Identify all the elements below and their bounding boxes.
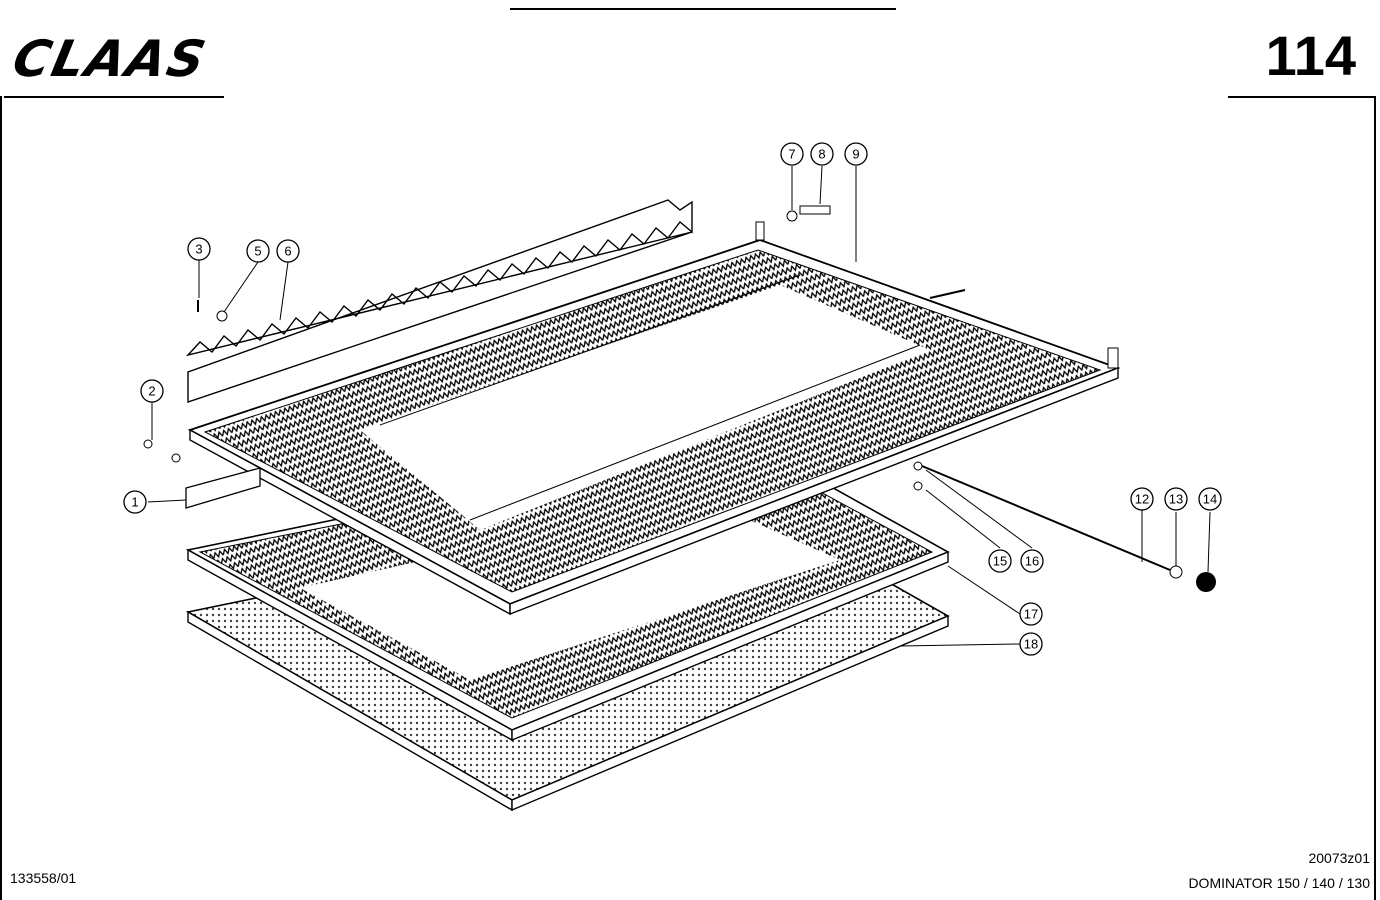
callout-18: 18 xyxy=(1019,632,1043,656)
small-strip xyxy=(185,467,261,509)
callout-label-16: 16 xyxy=(1025,554,1039,569)
callout-17: 17 xyxy=(1019,602,1043,626)
header-rule-left xyxy=(4,96,224,98)
page-number: 114 xyxy=(1265,24,1356,87)
model-designation: DOMINATOR 150 / 140 / 130 xyxy=(1188,875,1370,891)
callout-5: 5 xyxy=(246,239,270,263)
callout-label-18: 18 xyxy=(1024,637,1038,652)
frame-left xyxy=(0,96,2,900)
callout-12: 12 xyxy=(1130,487,1154,511)
callout-label-13: 13 xyxy=(1169,492,1183,507)
callout-label-3: 3 xyxy=(195,242,202,257)
callout-label-2: 2 xyxy=(148,384,155,399)
callout-label-12: 12 xyxy=(1135,492,1149,507)
top-margin-rule xyxy=(510,8,896,10)
drawing-code: 20073z01 xyxy=(1308,850,1370,866)
callout-label-17: 17 xyxy=(1024,607,1038,622)
callout-1: 1 xyxy=(123,490,147,514)
callout-label-15: 15 xyxy=(993,554,1007,569)
top-sieve xyxy=(187,221,1121,616)
callout-9: 9 xyxy=(844,142,868,166)
callout-2: 2 xyxy=(140,379,164,403)
callout-label-7: 7 xyxy=(788,147,795,162)
hardware-parts xyxy=(143,205,1216,592)
callout-label-1: 1 xyxy=(131,495,138,510)
callout-15: 15 xyxy=(988,549,1012,573)
leader-lines xyxy=(147,165,1211,647)
callout-label-5: 5 xyxy=(254,244,261,259)
callout-7: 7 xyxy=(780,142,804,166)
callout-8: 8 xyxy=(810,142,834,166)
callout-label-9: 9 xyxy=(852,147,859,162)
frame-right xyxy=(1374,96,1376,900)
callout-13: 13 xyxy=(1164,487,1188,511)
callout-label-8: 8 xyxy=(818,147,825,162)
header-rule-right xyxy=(1228,96,1376,98)
callout-14: 14 xyxy=(1198,487,1222,511)
callout-label-14: 14 xyxy=(1203,492,1217,507)
callout-6: 6 xyxy=(276,239,300,263)
callout-label-6: 6 xyxy=(284,244,291,259)
callout-3: 3 xyxy=(187,237,211,261)
serrated-strip xyxy=(185,199,693,403)
callout-16: 16 xyxy=(1020,549,1044,573)
document-id: 133558/01 xyxy=(10,870,77,886)
